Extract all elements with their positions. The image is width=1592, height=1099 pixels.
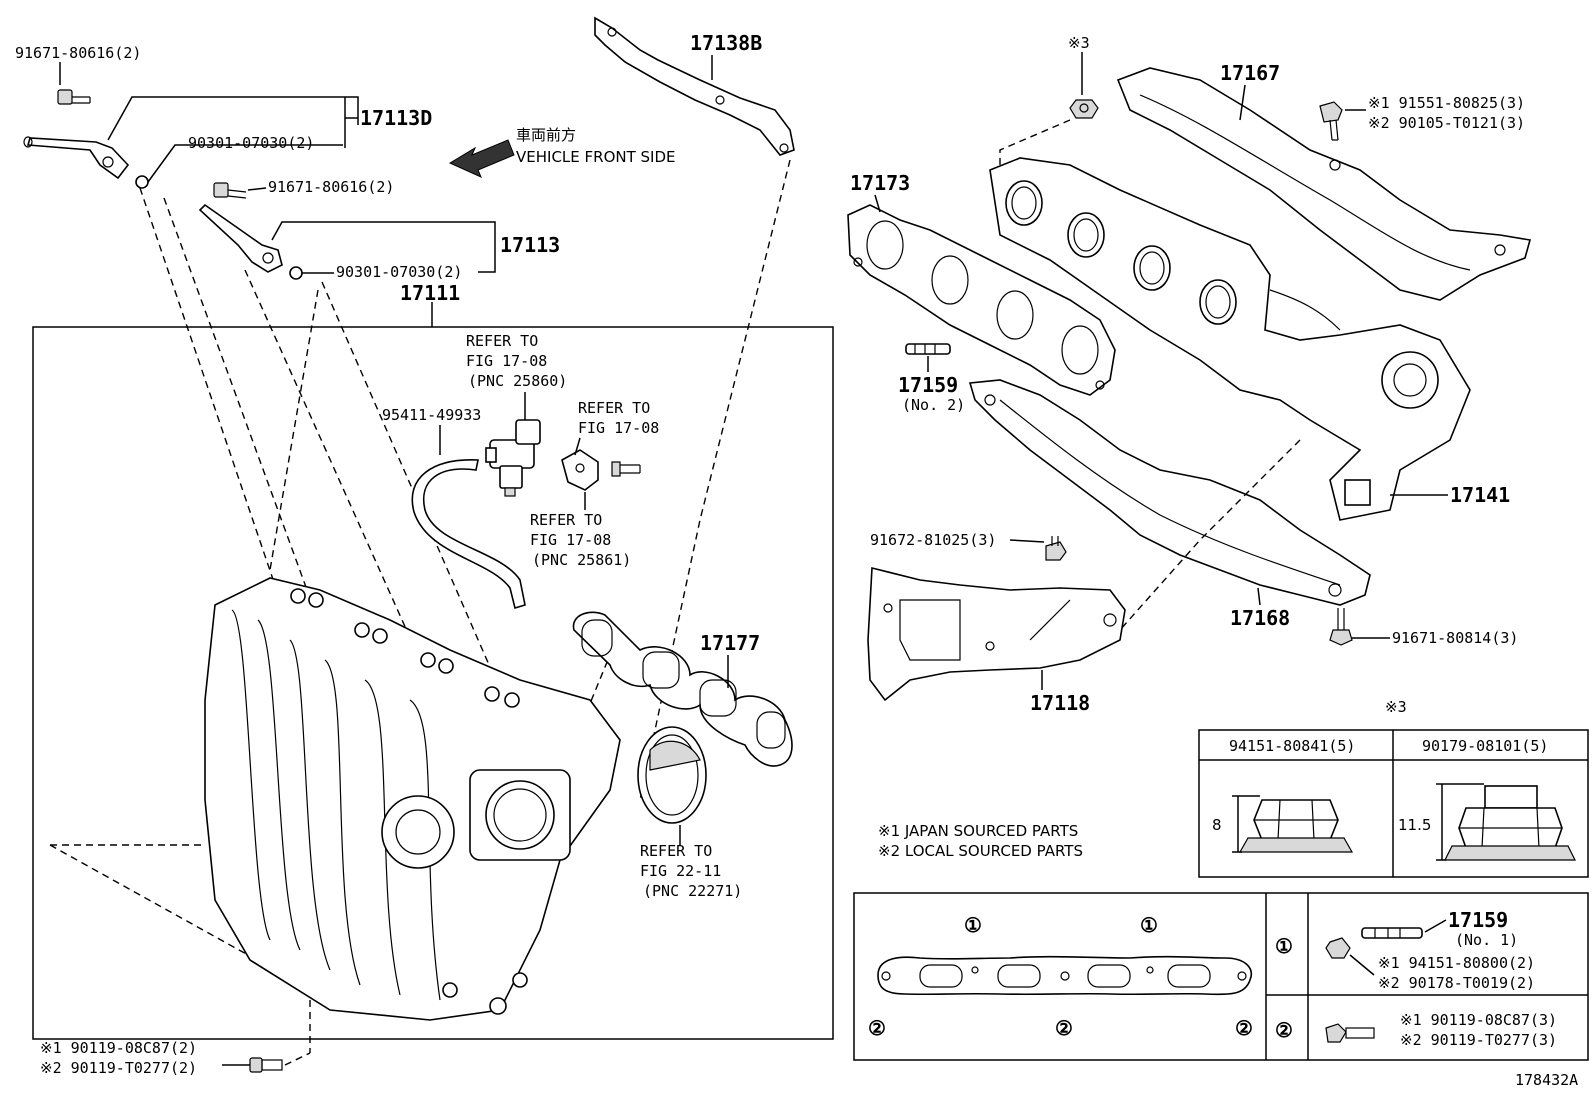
bolt-icon xyxy=(1325,1023,1375,1043)
gasket-drawing[interactable] xyxy=(877,955,1252,996)
label-17159-no2: (No. 2) xyxy=(902,396,965,414)
gasket-row2-circle: ② xyxy=(1275,1018,1293,1042)
gasket-row1-local: ※2 90178-T0019(2) xyxy=(1378,974,1535,992)
bolt-icon xyxy=(249,1057,283,1073)
legend-japan: ※1 JAPAN SOURCED PARTS xyxy=(878,822,1078,840)
label-17173: 17173 xyxy=(850,171,910,195)
bolt-icon xyxy=(1319,101,1343,141)
vehicle-front-arrow-icon xyxy=(448,139,515,178)
gasket-stud-no: (No. 1) xyxy=(1455,931,1518,949)
nut-flange-icon xyxy=(1436,783,1576,861)
label-17167: 17167 xyxy=(1220,61,1280,85)
bracket-17118[interactable] xyxy=(867,566,1126,702)
label-17168: 17168 xyxy=(1230,606,1290,630)
svg-text:(PNC 22271): (PNC 22271) xyxy=(643,882,742,900)
intake-manifold-17111[interactable] xyxy=(204,577,621,1021)
direction-jp: 車両前方 xyxy=(516,126,576,144)
label-95411-49933: 95411-49933 xyxy=(382,406,481,424)
label-91671-80616-b: 91671-80616(2) xyxy=(268,178,394,196)
drawing-number: 178432A xyxy=(1515,1071,1578,1089)
nut-table xyxy=(1198,729,1589,878)
gasket-row2-japan: ※1 90119-08C87(3) xyxy=(1400,1011,1557,1029)
gasket-circle-1a: ① xyxy=(964,913,982,937)
stud-17159-no2[interactable] xyxy=(905,343,951,355)
gasket-circle-2a: ② xyxy=(868,1016,886,1040)
nut-dim-2: 11.5 xyxy=(1398,816,1431,834)
label-17141: 17141 xyxy=(1450,483,1510,507)
label-91671-80616-a: 91671-80616(2) xyxy=(15,44,141,62)
direction-en: VEHICLE FRONT SIDE xyxy=(516,148,676,166)
refer-block-4: REFER TO FIG 22-11 (PNC 22271) xyxy=(640,842,742,900)
nut-table-note: ※3 xyxy=(1385,698,1407,716)
intake-manifold-box xyxy=(32,326,834,1040)
label-17167-bolt-japan: ※1 91551-80825(3) xyxy=(1368,94,1525,112)
svg-text:REFER TO: REFER TO xyxy=(466,332,538,350)
bolt-icon xyxy=(1329,608,1353,646)
vacuum-pipe-17113D[interactable] xyxy=(23,136,130,180)
label-91672-81025: 91672-81025(3) xyxy=(870,531,996,549)
label-91671-80814: 91671-80814(3) xyxy=(1392,629,1518,647)
gasket-row1-japan: ※1 94151-80800(2) xyxy=(1378,954,1535,972)
legend-local: ※2 LOCAL SOURCED PARTS xyxy=(878,842,1083,860)
svg-text:REFER TO: REFER TO xyxy=(530,511,602,529)
label-90301-07030-a: 90301-07030(2) xyxy=(188,134,314,152)
bolt-icon xyxy=(57,89,91,105)
gasket-circle-2b: ② xyxy=(1055,1016,1073,1040)
label-17167-bolt-local: ※2 90105-T0121(3) xyxy=(1368,114,1525,132)
o-ring-icon xyxy=(289,266,303,280)
throttle-gasket[interactable] xyxy=(637,726,707,824)
bolt-icon xyxy=(611,461,641,477)
vacuum-pipe-17113[interactable] xyxy=(198,203,283,273)
gasket-stud-label: 17159 xyxy=(1448,908,1508,932)
svg-text:REFER TO: REFER TO xyxy=(640,842,712,860)
nut-table-col1: 94151-80841(5) xyxy=(1229,737,1355,755)
label-17111: 17111 xyxy=(400,281,460,305)
label-bottom-bolt-japan: ※1 90119-08C87(2) xyxy=(40,1039,197,1057)
gasket-row2-local: ※2 90119-T0277(3) xyxy=(1400,1031,1557,1049)
svg-text:(PNC 25860): (PNC 25860) xyxy=(468,372,567,390)
bolt-icon xyxy=(1045,536,1067,561)
label-17138B: 17138B xyxy=(690,31,762,55)
refer-block-1: REFER TO FIG 17-08 (PNC 25860) xyxy=(466,332,567,390)
nut-table-col2: 90179-08101(5) xyxy=(1422,737,1548,755)
svg-text:(PNC 25861): (PNC 25861) xyxy=(532,551,631,569)
svg-text:FIG 22-11: FIG 22-11 xyxy=(640,862,721,880)
insulator-17138B[interactable] xyxy=(594,16,795,156)
gasket-row1-circle: ① xyxy=(1275,934,1293,958)
bolt-icon xyxy=(213,182,247,199)
insulator-17168[interactable] xyxy=(968,379,1371,606)
refer-block-2: REFER TO FIG 17-08 xyxy=(578,399,659,437)
vacuum-hose-95411[interactable] xyxy=(411,459,526,610)
label-17177: 17177 xyxy=(700,631,760,655)
svg-text:FIG 17-08: FIG 17-08 xyxy=(578,419,659,437)
exhaust-manifold[interactable] xyxy=(989,157,1471,521)
label-17113: 17113 xyxy=(500,233,560,257)
bracket[interactable] xyxy=(561,449,599,491)
exhaust-gasket-17173[interactable] xyxy=(847,204,1116,396)
label-90301-07030-b: 90301-07030(2) xyxy=(336,263,462,281)
o-ring-icon xyxy=(135,175,149,189)
refer-block-3: REFER TO FIG 17-08 (PNC 25861) xyxy=(530,511,631,569)
svg-text:REFER TO: REFER TO xyxy=(578,399,650,417)
label-17159-upper: 17159 xyxy=(898,373,958,397)
gasket-circle-2c: ② xyxy=(1235,1016,1253,1040)
nut-dim-1: 8 xyxy=(1212,816,1222,834)
label-17113D: 17113D xyxy=(360,106,432,130)
label-17118: 17118 xyxy=(1030,691,1090,715)
svg-text:FIG 17-08: FIG 17-08 xyxy=(530,531,611,549)
nut-icon xyxy=(1069,99,1099,119)
nut-icon xyxy=(1325,937,1351,959)
stud-17159-no1[interactable] xyxy=(1361,927,1423,939)
svg-text:FIG 17-08: FIG 17-08 xyxy=(466,352,547,370)
nut-flange-icon xyxy=(1232,795,1354,853)
label-bottom-bolt-local: ※2 90119-T0277(2) xyxy=(40,1059,197,1077)
heat-insulator-17167[interactable] xyxy=(1116,67,1532,301)
gasket-table xyxy=(853,892,1589,1061)
vsv-valve[interactable] xyxy=(485,419,541,497)
gasket-circle-1b: ① xyxy=(1140,913,1158,937)
label-nut-note: ※3 xyxy=(1068,34,1090,52)
intake-gasket-17177[interactable] xyxy=(572,611,793,767)
